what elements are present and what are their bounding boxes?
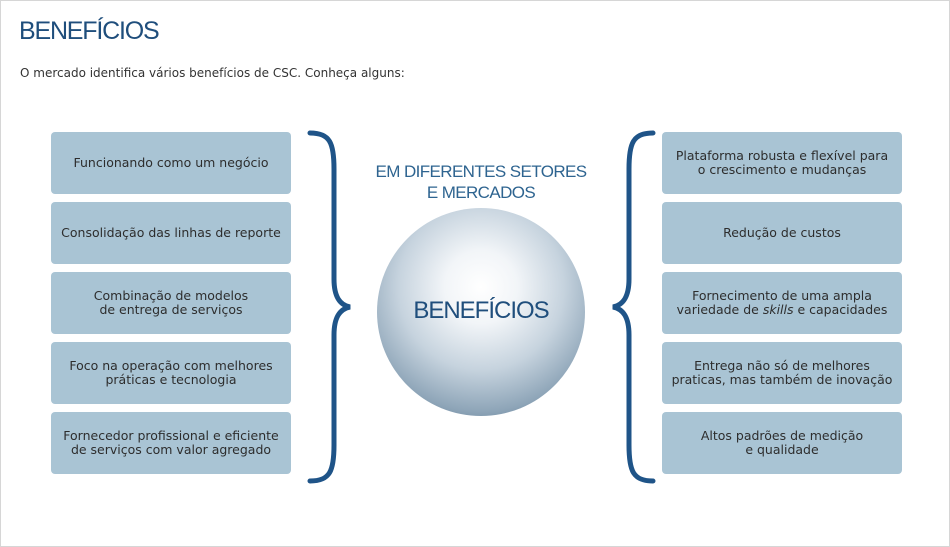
left-benefit-box-4: Foco na operação com melhores práticas e…: [51, 342, 291, 404]
right-benefit-box-4: Entrega não só de melhores praticas, mas…: [662, 342, 902, 404]
left-benefit-box-1: Funcionando como um negócio: [51, 132, 291, 194]
left-benefit-box-3: Combinação de modelos de entrega de serv…: [51, 272, 291, 334]
left-curly-brace-icon: [307, 130, 351, 484]
right-benefit-box-2: Redução de custos: [662, 202, 902, 264]
sectors-heading: EM DIFERENTES SETORES E MERCADOS: [375, 162, 588, 202]
left-benefit-box-5: Fornecedor profissional e eficiente de s…: [51, 412, 291, 474]
page-title: BENEFÍCIOS: [19, 17, 160, 45]
benefits-sphere: [377, 208, 585, 416]
right-benefit-box-5: Altos padrões de medição e qualidade: [662, 412, 902, 474]
intro-text: O mercado identifica vários benefícios d…: [20, 66, 405, 80]
left-benefit-box-2: Consolidação das linhas de reporte: [51, 202, 291, 264]
right-benefit-box-3: Fornecimento de uma ampla variedade de s…: [662, 272, 902, 334]
sphere-label: BENEFÍCIOS: [413, 297, 549, 324]
right-benefit-box-3-text: Fornecimento de uma ampla variedade de s…: [676, 288, 888, 317]
right-benefit-box-1: Plataforma robusta e flexível para o cre…: [662, 132, 902, 194]
right-curly-brace-icon: [612, 130, 656, 484]
